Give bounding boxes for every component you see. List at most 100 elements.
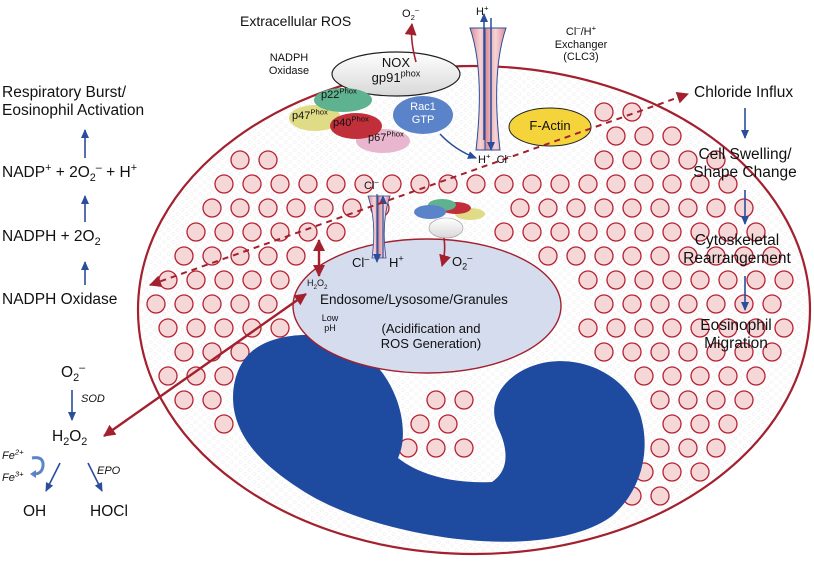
granule [634, 126, 654, 146]
granule [326, 174, 346, 194]
granule [690, 318, 710, 338]
granule [242, 222, 262, 242]
granule [606, 270, 626, 290]
granule [466, 174, 486, 194]
endo-h2o2-label: H2O2 [307, 278, 328, 291]
granule [242, 174, 262, 194]
granule [494, 174, 514, 194]
granule [286, 246, 306, 266]
granule [634, 174, 654, 194]
granule [202, 198, 222, 218]
granule [706, 198, 726, 218]
granule [734, 198, 754, 218]
granule [734, 246, 754, 266]
granule [202, 390, 222, 410]
granule [690, 462, 710, 482]
granule [214, 174, 234, 194]
hocl-label: HOCl [90, 503, 128, 520]
granule [454, 438, 474, 458]
granule [706, 294, 726, 314]
epo-label: EPO [97, 465, 121, 477]
granule [494, 222, 514, 242]
granule [510, 198, 530, 218]
granule [214, 366, 234, 386]
endo-h-label: H+ [389, 253, 404, 270]
fe2-label: Fe2+ [2, 447, 24, 462]
granule [594, 102, 614, 122]
granule [186, 270, 206, 290]
granule [606, 174, 626, 194]
clc3-label: Cl–/H+Exchanger(CLC3) [554, 23, 608, 64]
granule [746, 366, 766, 386]
granule [690, 270, 710, 290]
granule [230, 294, 250, 314]
granule [662, 462, 682, 482]
granule [298, 222, 318, 242]
granule [650, 342, 670, 362]
granule [718, 174, 738, 194]
arrow-h2o2-to-hocl [87, 462, 103, 492]
granule [706, 150, 726, 170]
granule [706, 438, 726, 458]
granule [662, 270, 682, 290]
granule [706, 246, 726, 266]
p22-label: p22Phox [321, 86, 357, 101]
p67-label: p67Phox [368, 129, 404, 144]
granule [594, 342, 614, 362]
granule [174, 390, 194, 410]
ros-h2o2-label: H2O2 [52, 428, 88, 449]
granule [326, 222, 346, 242]
endo-cl-top-label: Cl– [364, 177, 379, 192]
granule [762, 294, 782, 314]
granule [594, 294, 614, 314]
granule [230, 150, 250, 170]
granule [690, 366, 710, 386]
granule [158, 366, 178, 386]
granule [158, 318, 178, 338]
extracellular-ros-label: Extracellular ROS [240, 13, 352, 29]
granule [214, 270, 234, 290]
granule [774, 270, 794, 290]
sod-label: SOD [81, 393, 105, 405]
granule [718, 366, 738, 386]
nadp-equation: NADP+ + 2O2– + H+ [2, 161, 138, 185]
chloride-influx-label: Chloride Influx [694, 84, 794, 101]
granule [270, 174, 290, 194]
fe-cycle-icon [30, 456, 45, 478]
granule [622, 246, 642, 266]
granule [622, 150, 642, 170]
granule [594, 150, 614, 170]
granule [690, 174, 710, 194]
granule [186, 222, 206, 242]
granule [538, 198, 558, 218]
granule [566, 246, 586, 266]
granule [734, 342, 754, 362]
granule [578, 318, 598, 338]
granule [174, 342, 194, 362]
granule [678, 390, 698, 410]
granule [634, 270, 654, 290]
granule [594, 246, 614, 266]
granule [746, 270, 766, 290]
granule [270, 270, 290, 290]
oh-label: OH [23, 503, 47, 520]
granule [578, 174, 598, 194]
granule [606, 126, 626, 146]
granule [258, 150, 278, 170]
granule [734, 294, 754, 314]
granule [538, 246, 558, 266]
granule [286, 198, 306, 218]
granule [650, 486, 670, 506]
granule [550, 222, 570, 242]
granule [662, 414, 682, 434]
arrow-nox-to-o2 [404, 23, 417, 63]
arrow-endosome-to-h2o2 [103, 293, 307, 437]
granule [678, 198, 698, 218]
endo-cl-label: Cl– [352, 253, 370, 270]
